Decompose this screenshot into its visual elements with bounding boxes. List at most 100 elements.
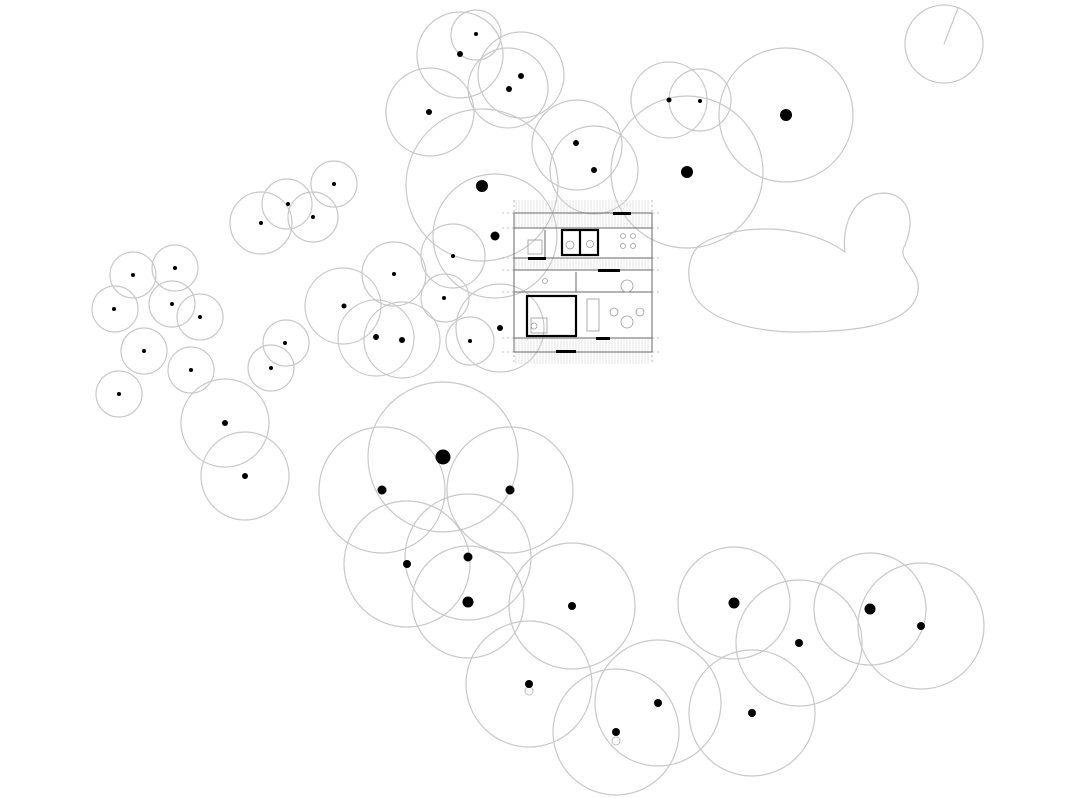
tree-canopy (552, 668, 680, 796)
house-plan (502, 200, 662, 365)
tree-trunk (259, 221, 263, 225)
tree-trunk (442, 296, 446, 300)
tree-canopy (404, 493, 532, 621)
tree-canopy (148, 280, 196, 328)
tree-trunk (332, 182, 336, 186)
tree-trunk (476, 180, 488, 192)
tree-trunk (490, 231, 500, 241)
tree-canopy (477, 31, 565, 119)
tree-canopy (363, 301, 441, 379)
tree-canopy (446, 426, 574, 554)
tree-canopy (455, 283, 545, 373)
tree-canopy (385, 67, 475, 157)
tree-trunk (283, 341, 287, 345)
toilet-fixture (586, 240, 594, 248)
tree-canopy (677, 546, 791, 660)
door-opening (596, 337, 610, 340)
tree-trunk (591, 167, 597, 173)
tree-canopy (857, 562, 985, 690)
tree-trunk (170, 302, 174, 306)
tree-trunk (518, 73, 524, 79)
desk-fixture (586, 298, 600, 332)
tree-trunk (173, 266, 177, 270)
tree-trunk (373, 334, 379, 340)
tree-trunk (341, 303, 347, 309)
tree-canopy (420, 223, 486, 289)
tree-canopy (167, 346, 215, 394)
tree-trunk (311, 215, 315, 219)
tree-trunk (654, 699, 662, 707)
tree-canopy (594, 639, 722, 767)
tree-trunk (399, 337, 405, 343)
tree-trunk (681, 166, 693, 178)
table-fixture (620, 279, 634, 293)
tree-stroke-mark (943, 7, 959, 45)
tree-canopy (247, 344, 295, 392)
tree-trunk (462, 596, 474, 608)
tree-canopy (151, 244, 199, 292)
tree-canopy (813, 552, 927, 666)
tree-canopy (337, 299, 415, 377)
tree-trunk (497, 325, 503, 331)
tree-canopy (465, 620, 593, 748)
tree-canopy (508, 542, 636, 670)
tree-canopy (200, 431, 290, 521)
tree-canopy (630, 61, 708, 139)
bathtub-fixture (527, 239, 543, 255)
tree-trunk (222, 420, 228, 426)
tree-trunk (698, 99, 702, 103)
tree-trunk (457, 51, 463, 57)
tree-canopy (531, 99, 623, 191)
tree-canopy (304, 267, 382, 345)
tree-canopy (610, 95, 764, 249)
tree-canopy (432, 173, 558, 299)
tree-trunk (131, 273, 135, 277)
tree-canopy (180, 378, 270, 468)
tree-trunk (403, 560, 411, 568)
tree-trunk (242, 473, 248, 479)
tree-trunk (463, 552, 473, 562)
tree-canopy (120, 327, 168, 375)
tree-canopy (261, 178, 313, 230)
tree-trunk (468, 339, 472, 343)
tree-trunk (198, 315, 202, 319)
tree-trunk (426, 109, 432, 115)
tree-trunks (112, 7, 959, 746)
stool-fixture (630, 233, 636, 239)
tree-canopy (467, 47, 549, 129)
tree-canopy (904, 4, 984, 84)
tree-trunk (795, 639, 803, 647)
tree-trunk (377, 485, 387, 495)
tree-trunk (748, 709, 756, 717)
stool-fixture (630, 243, 636, 249)
tree-canopy (416, 11, 504, 99)
tree-trunk (117, 392, 121, 396)
tree-trunk (568, 602, 576, 610)
tree-canopy (91, 285, 139, 333)
tree-canopy (109, 251, 157, 299)
table-fixture (620, 315, 634, 329)
tree-trunk (189, 368, 193, 372)
tree-trunk (286, 202, 290, 206)
sink-fixture (565, 240, 575, 250)
tree-trunk (269, 366, 273, 370)
tree-trunk (864, 603, 876, 615)
tree-trunk-hollow (611, 736, 621, 746)
tree-trunk (392, 272, 396, 276)
house-outline (513, 212, 653, 353)
stool-fixture (620, 243, 626, 249)
tree-canopies (91, 4, 985, 796)
tree-trunk (142, 349, 146, 353)
tree-canopy (450, 9, 502, 61)
tree-canopy (367, 381, 519, 533)
lamp-fixture (530, 322, 538, 330)
house-hatching (515, 200, 649, 364)
tree-trunk (505, 485, 515, 495)
tree-trunk-hollow (524, 686, 534, 696)
bed-fixture (530, 317, 548, 334)
tree-canopy (420, 273, 470, 323)
tree-canopy (735, 579, 863, 707)
tree-canopy (445, 316, 495, 366)
tree-canopy (95, 370, 143, 418)
door-opening (598, 269, 620, 272)
